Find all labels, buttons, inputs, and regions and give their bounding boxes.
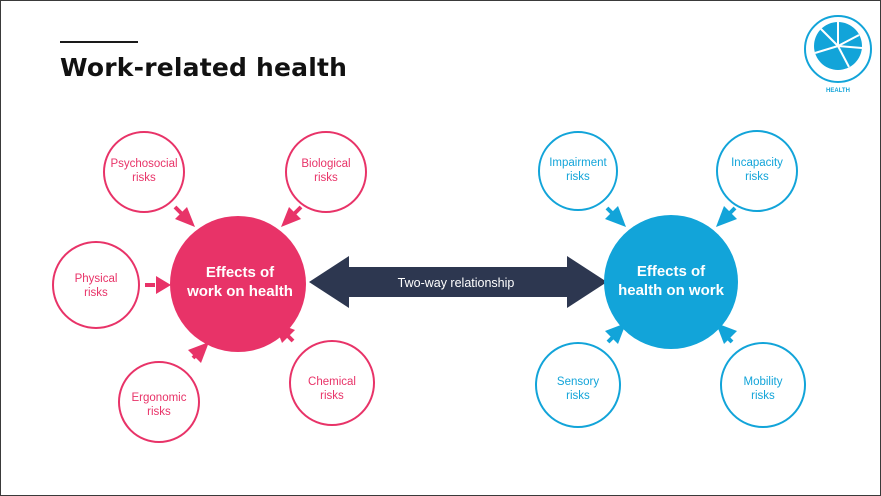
hub-label-line1: Effects of <box>206 264 275 281</box>
health-cluster: Impairment risks Incapacity risks Sensor… <box>535 130 806 428</box>
work-cluster: Psychosocial risks Biological risks Phys… <box>52 131 375 443</box>
satellite-mobility-risks: Mobility risks <box>720 342 806 428</box>
satellite-label-line1: Ergonomic <box>132 392 187 404</box>
hub-health-on-work: Effects of health on work <box>604 215 738 349</box>
satellite-label-line2: risks <box>147 406 171 418</box>
hub-label-line1: Effects of <box>637 263 706 280</box>
satellite-label-line1: Impairment <box>549 157 607 169</box>
hub-label-line2: health on work <box>618 282 725 299</box>
satellite-sensory-risks: Sensory risks <box>535 342 621 428</box>
badge-label: HEALTH <box>826 88 850 94</box>
satellite-ergonomic-risks: Ergonomic risks <box>118 361 200 443</box>
satellite-label-line2: risks <box>314 172 338 184</box>
satellite-label-line2: risks <box>320 390 344 402</box>
satellite-label-line1: Physical <box>75 273 118 285</box>
satellite-label-line2: risks <box>84 287 108 299</box>
satellite-label-line1: Sensory <box>557 376 599 388</box>
satellite-physical-risks: Physical risks <box>52 241 140 329</box>
two-way-arrow: Two-way relationship <box>309 256 607 308</box>
title-rule <box>60 41 138 43</box>
satellite-chemical-risks: Chemical risks <box>289 340 375 426</box>
relationship-label: Two-way relationship <box>398 276 515 290</box>
satellite-label-line2: risks <box>745 171 769 183</box>
satellite-label-line2: risks <box>132 172 156 184</box>
page-title: Work-related health <box>60 53 348 82</box>
satellite-impairment-risks: Impairment risks <box>538 131 618 211</box>
health-arrowheads <box>605 206 737 344</box>
satellite-label-line1: Incapacity <box>731 157 783 169</box>
satellite-label-line1: Psychosocial <box>110 158 177 170</box>
hub-label-line2: work on health <box>186 283 293 300</box>
satellite-biological-risks: Biological risks <box>285 131 367 213</box>
hub-work-on-health: Effects of work on health <box>170 216 306 352</box>
satellite-incapacity-risks: Incapacity risks <box>716 130 798 212</box>
satellite-label-line2: risks <box>566 390 590 402</box>
pie-chart-icon <box>814 22 863 70</box>
health-badge: HEALTH <box>804 15 872 94</box>
satellite-label-line2: risks <box>566 171 590 183</box>
satellite-label-line1: Mobility <box>744 376 783 388</box>
satellite-label-line2: risks <box>751 390 775 402</box>
satellite-psychosocial-risks: Psychosocial risks <box>103 131 185 213</box>
satellite-label-line1: Biological <box>301 158 350 170</box>
double-arrow-shape <box>309 256 607 308</box>
satellite-label-line1: Chemical <box>308 376 356 388</box>
